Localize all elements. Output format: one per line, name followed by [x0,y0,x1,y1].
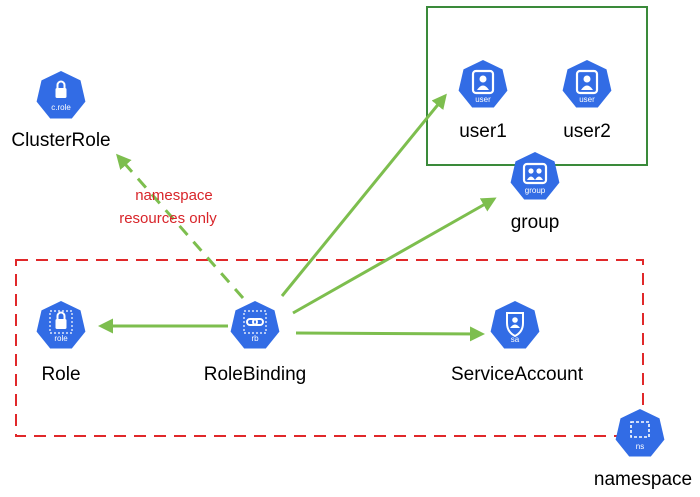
edge-rolebinding-user [280,93,447,297]
clusterrole-node: c.role ClusterRole [11,71,111,151]
annotation-line-1: namespace [135,187,213,204]
namespace-box [15,259,644,437]
user1-node: user user1 [458,60,508,142]
rolebinding-icon-tag: rb [251,334,259,343]
namespace-icon-tag: ns [636,442,644,451]
edge-rolebinding-serviceaccount [295,326,485,342]
edge-rolebinding-clusterrole [116,153,245,299]
clusterrole-label: ClusterRole [11,130,110,151]
user2-icon-tag: user [579,95,595,104]
user1-label: user1 [459,121,507,142]
role-node: role Role [36,301,86,385]
group-node: group group [510,152,560,233]
namespace-label: namespace [594,469,692,490]
group-label: group [511,212,560,233]
group-icon: group [510,152,560,200]
user2-label: user2 [563,121,611,142]
serviceaccount-label: ServiceAccount [451,364,584,385]
user1-icon-tag: user [475,95,491,104]
lock-icon: role [36,301,86,349]
link-icon: rb [230,301,280,349]
edge-rolebinding-group [292,197,497,315]
clusterrole-icon-tag: c.role [51,103,71,112]
group-icon-tag: group [525,186,546,195]
namespace-icon: ns [615,409,665,457]
user-icon: user [562,60,612,108]
role-label: Role [41,364,80,385]
account-icon: sa [490,301,540,349]
role-icon-tag: role [54,334,68,343]
user-icon: user [458,60,508,108]
serviceaccount-icon-tag: sa [511,335,520,344]
rolebinding-node: rb RoleBinding [204,301,306,385]
serviceaccount-node: sa ServiceAccount [451,301,584,385]
user2-node: user user2 [562,60,612,142]
rolebinding-label: RoleBinding [204,364,306,385]
annotation-line-2: resources only [119,210,217,227]
lock-icon: c.role [36,71,86,119]
namespace-node: ns namespace [594,409,692,490]
